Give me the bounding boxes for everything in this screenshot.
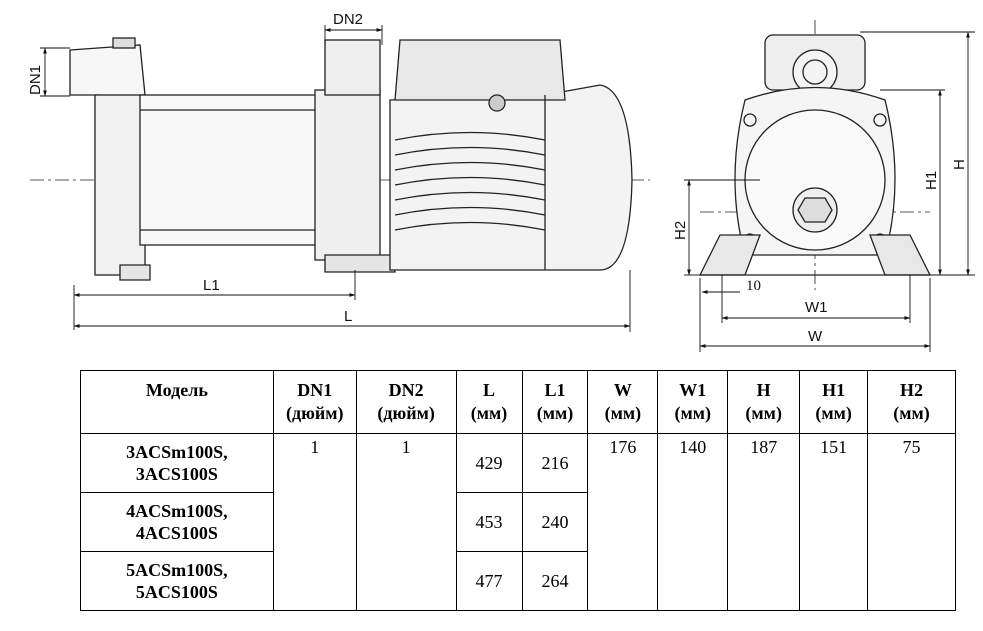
w1-value: 140 (657, 433, 729, 611)
header-w1: W1(мм) (657, 370, 729, 434)
header-model: Модель (80, 370, 274, 434)
l1-value: 216 (521, 433, 589, 493)
header-l1: L1(мм) (521, 370, 589, 434)
h-value: 187 (727, 433, 801, 611)
table-header-row: Модель DN1(дюйм) DN2(дюйм) L(мм) L1(мм) … (80, 370, 956, 434)
header-dn1: DN1(дюйм) (272, 370, 357, 434)
pump-front-view (698, 20, 932, 290)
l-value: 477 (455, 551, 523, 611)
w-label: W (808, 328, 823, 345)
side-view-labels: DN1 DN2 L1 L (27, 11, 363, 325)
h1-label: H1 (923, 171, 940, 190)
specifications-table: Модель DN1(дюйм) DN2(дюйм) L(мм) L1(мм) … (80, 370, 956, 611)
header-h1: H1(мм) (799, 370, 869, 434)
dn1-value: 1 (272, 433, 357, 611)
table-row: 5ACSm100S,5ACS100S 477 264 (80, 551, 956, 611)
header-h: H(мм) (727, 370, 801, 434)
dn2-label: DN2 (333, 11, 363, 28)
table-row: 3ACSm100S,3ACS100S 1 1 429 216 176 140 1… (80, 433, 956, 611)
header-h2: H2(мм) (867, 370, 956, 434)
model-cell: 4ACSm100S,4ACS100S (80, 492, 274, 552)
h-label: H (951, 159, 968, 170)
w1-label: W1 (805, 299, 828, 316)
l-value: 453 (455, 492, 523, 552)
header-dn2: DN2(дюйм) (355, 370, 457, 434)
front-view-dimensions (684, 31, 975, 352)
h2-label: H2 (672, 221, 689, 240)
ten-mm-label: 10 (746, 278, 761, 294)
model-cell: 5ACSm100S,5ACS100S (80, 551, 274, 611)
l1-label: L1 (203, 277, 220, 294)
l-value: 429 (455, 433, 523, 493)
model-cell: 3ACSm100S,3ACS100S (80, 433, 274, 493)
header-w: W(мм) (587, 370, 659, 434)
h2-value: 75 (867, 433, 956, 611)
pump-dimension-drawing: DN1 DN2 L1 L (27, 11, 975, 352)
pump-side-view (30, 37, 650, 281)
side-view-dimensions (40, 25, 631, 332)
w-value: 176 (587, 433, 659, 611)
l-label: L (344, 308, 352, 325)
table-row: 4ACSm100S,4ACS100S 453 240 (80, 492, 956, 552)
dn2-value: 1 (355, 433, 457, 611)
front-view-labels: H H1 H2 10 W1 W (672, 159, 968, 345)
h1-value: 151 (799, 433, 869, 611)
l1-value: 264 (521, 551, 589, 611)
dn1-label: DN1 (27, 65, 44, 95)
l1-value: 240 (521, 492, 589, 552)
header-l: L(мм) (455, 370, 523, 434)
